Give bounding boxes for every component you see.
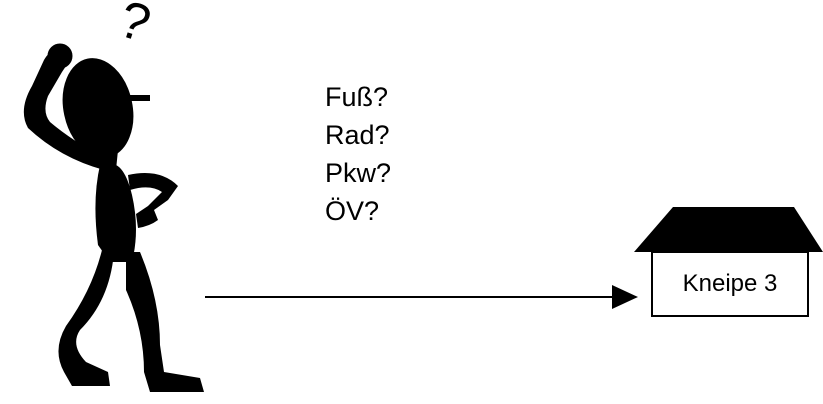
person-right-leg (126, 252, 204, 392)
option-public-transport: ÖV? (325, 196, 380, 226)
option-foot: Fuß? (325, 82, 389, 112)
person-hand (47, 43, 73, 69)
arrow-head (612, 285, 638, 309)
person-cigarette (118, 95, 150, 101)
person-raised-arm (23, 50, 110, 171)
arrow-icon (205, 285, 638, 309)
transport-options: Fuß? Rad? Pkw? ÖV? (325, 78, 391, 230)
destination-label: Kneipe 3 (682, 270, 778, 297)
person-torso (95, 165, 136, 262)
person-left-leg (58, 250, 114, 386)
option-bike: Rad? (325, 120, 390, 150)
house-body (651, 251, 809, 317)
thinking-person-icon (23, 43, 204, 392)
house-roof (634, 207, 823, 252)
person-hip-arm (128, 173, 178, 228)
house-icon (634, 207, 823, 317)
option-car: Pkw? (325, 158, 392, 188)
